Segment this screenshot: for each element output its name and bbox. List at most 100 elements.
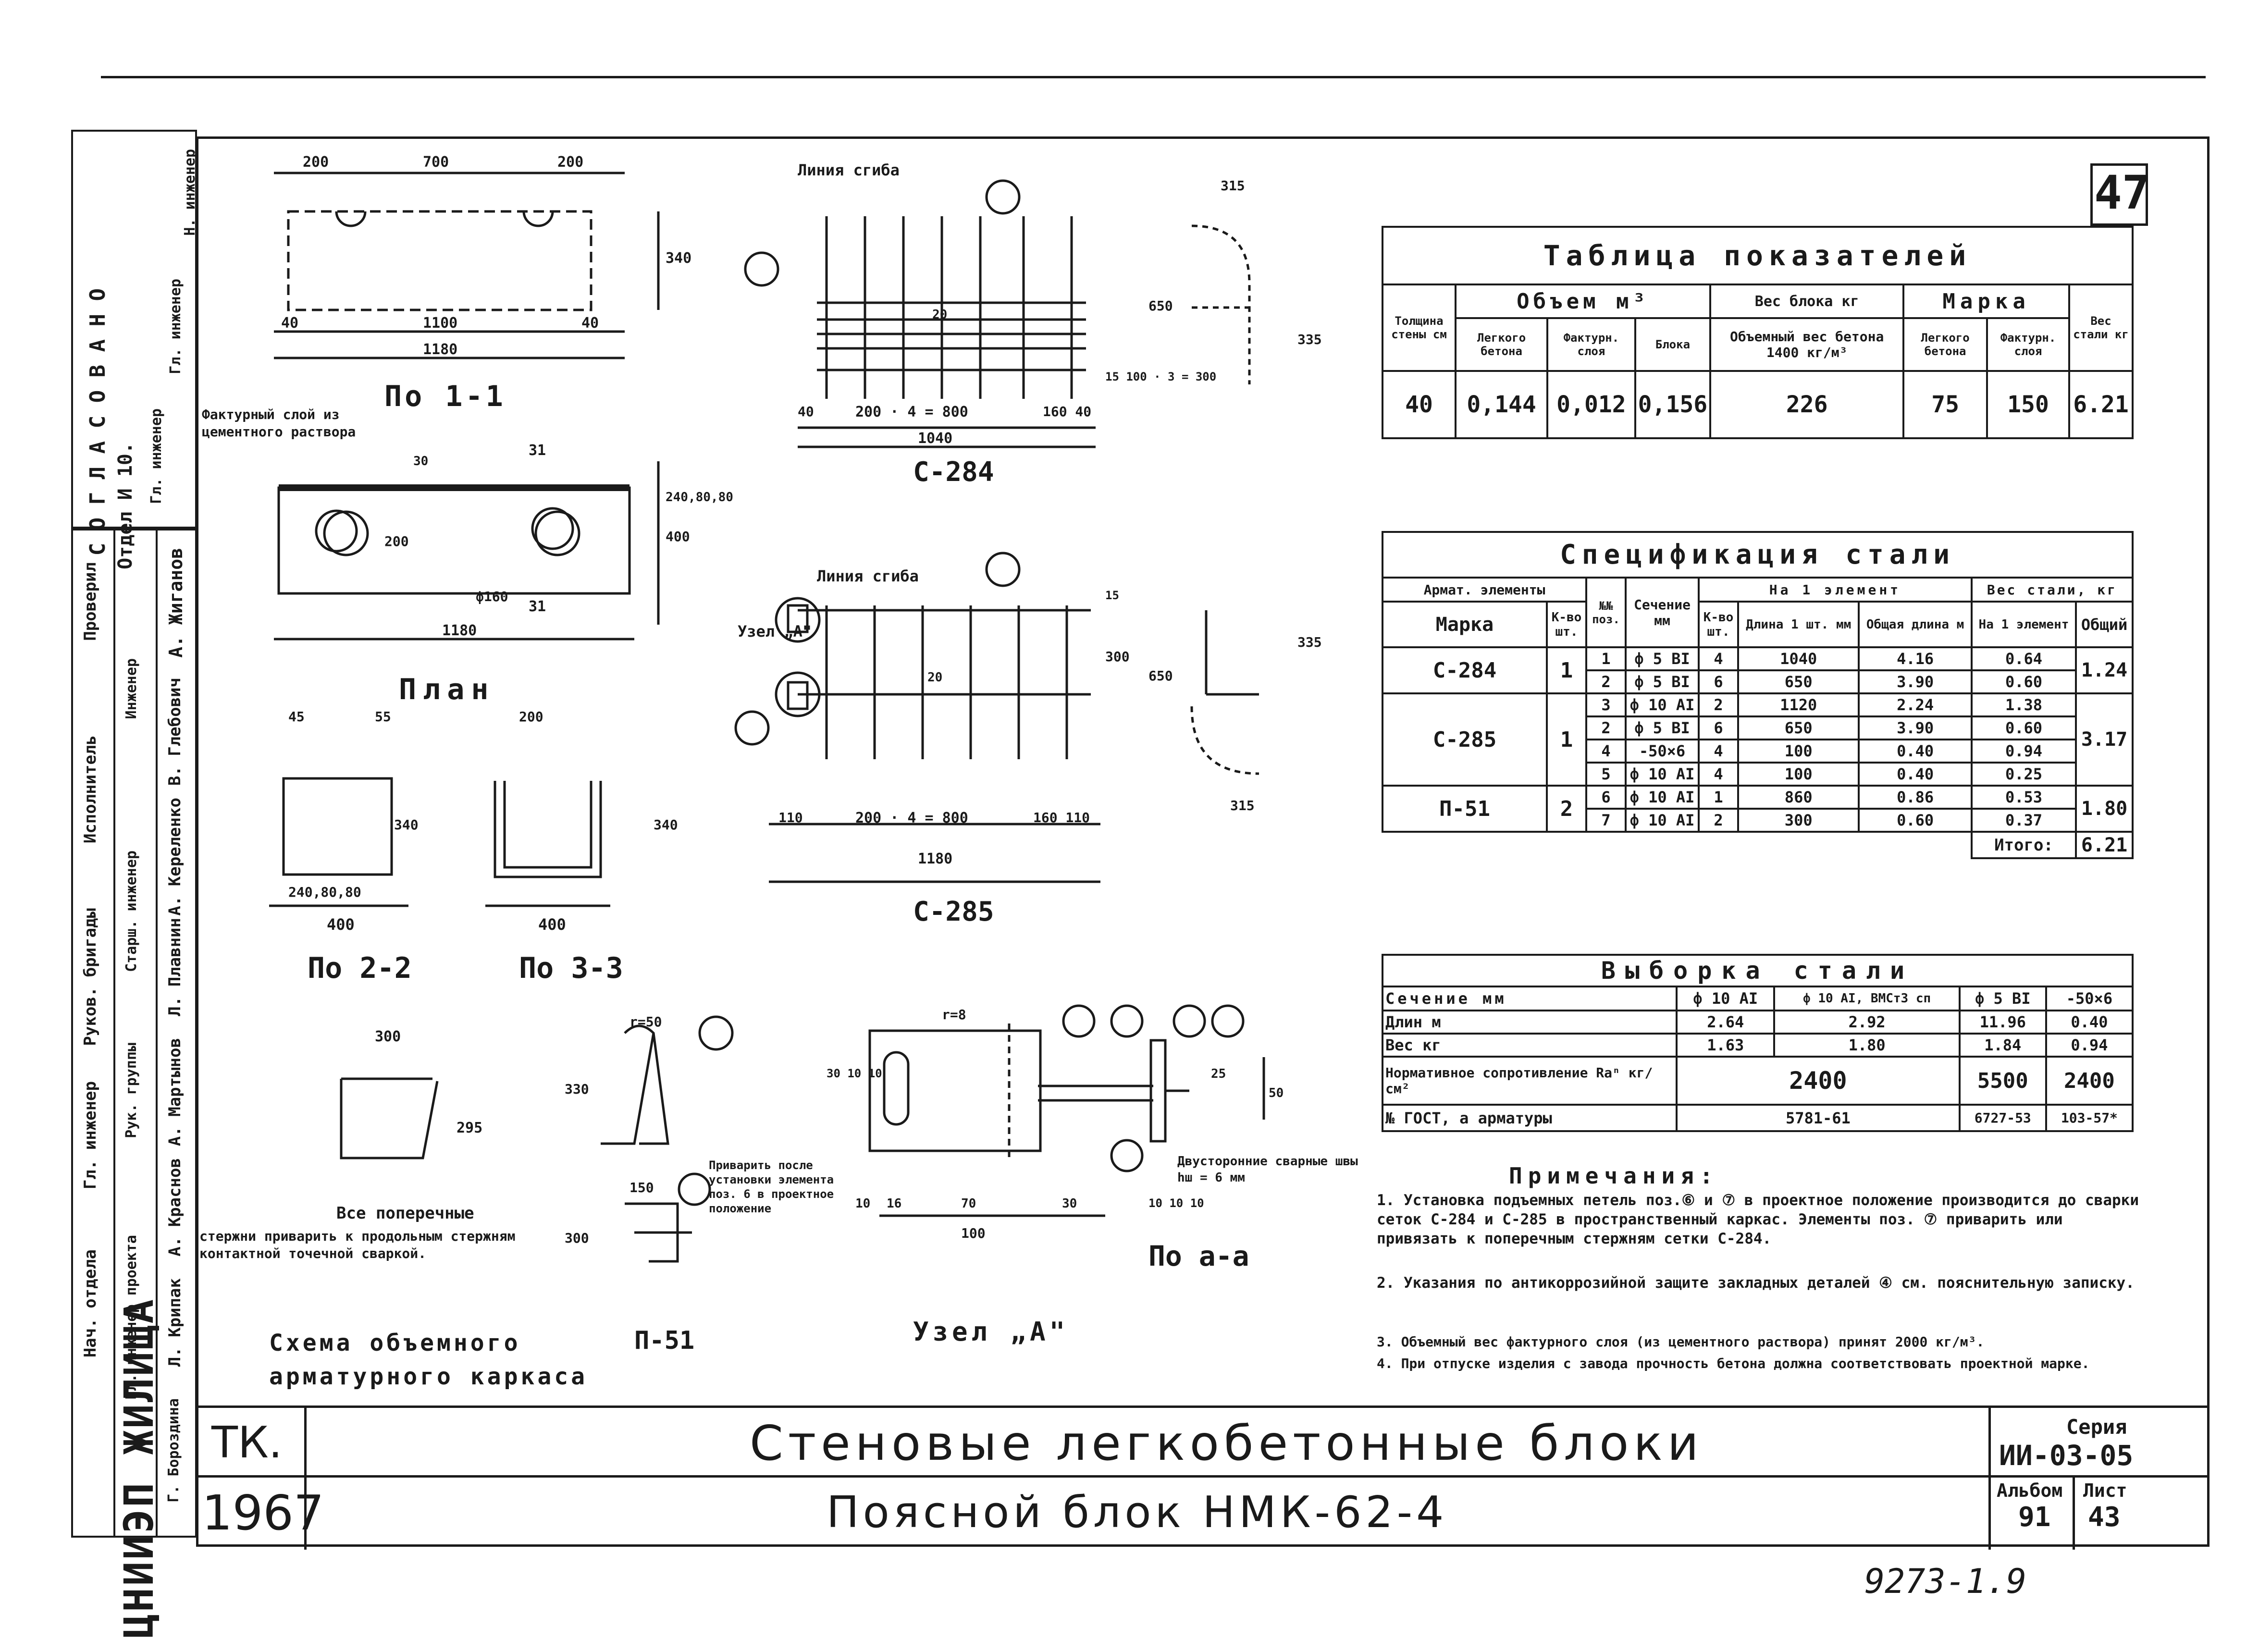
spec-sec: ф 10 АI [1625, 808, 1700, 833]
spec-w1: 1.38 [1970, 692, 2077, 717]
spec-table: Спецификация стали Армат. элементы №№ по… [1382, 531, 2134, 859]
ind-cell: 75 [1902, 370, 1988, 439]
sel-resist: 2400 [1676, 1056, 1961, 1106]
spec-q: 2 [1698, 692, 1739, 717]
spec-pos: 3 [1585, 692, 1627, 717]
spec-h-len1: Длина 1 шт. мм [1737, 601, 1860, 648]
frame-300: 300 [375, 1028, 401, 1045]
spec-h-per1: На 1 элемент [1970, 601, 2077, 648]
sel-weight: 1.84 [1958, 1033, 2047, 1058]
c285-20: 20 [927, 670, 943, 685]
dim-340b: 340 [394, 817, 419, 833]
sel-resist: 5500 [1958, 1056, 2047, 1106]
c285-15: 15 [1105, 589, 1119, 602]
spec-w1: 0.25 [1970, 762, 2077, 787]
sel-gost: 103-57* [2045, 1104, 2134, 1132]
dim-55: 55 [375, 709, 391, 725]
spec-sec: ф 5 ВI [1625, 669, 1700, 694]
view-c284: С-284 [913, 456, 994, 488]
note-4: 4. При отпуске изделия с завода прочност… [1377, 1356, 2090, 1371]
spec-h-total-len: Общая длина м [1858, 601, 1973, 648]
sel-gost: 6727-53 [1958, 1104, 2047, 1132]
spec-pos: 6 [1585, 785, 1627, 810]
top-rule [101, 76, 2206, 78]
ind-cell: 6.21 [2068, 370, 2134, 439]
dim-40a: 40 [281, 315, 299, 332]
spec-pos: 2 [1585, 669, 1627, 694]
all-transverse-note: Все поперечные [336, 1204, 474, 1223]
spec-qty: 1 [1546, 692, 1587, 787]
c284-650: 650 [1148, 298, 1173, 314]
note-2: 2. Указания по антикоррозийной защите за… [1377, 1274, 2135, 1292]
view-section-1-1: По 1-1 [384, 380, 506, 413]
view-plan: План [399, 673, 495, 706]
node-a-30: 30 [1062, 1196, 1077, 1211]
sel-len: 0.40 [2045, 1010, 2134, 1035]
c284-step: 200 · 4 = 800 [855, 404, 968, 420]
spec-total-label: Итого: [1970, 831, 2077, 859]
dim-1180: 1180 [423, 341, 458, 358]
ind-h-light: Легкого бетона [1454, 317, 1549, 372]
note-3: 3. Объемный вес фактурного слоя (из цеме… [1377, 1334, 1985, 1350]
view-section-3-3: По 3-3 [519, 951, 623, 985]
spec-q: 1 [1698, 785, 1739, 810]
node-a-10: 10 [855, 1196, 871, 1211]
spec-q: 4 [1698, 762, 1739, 787]
dim-160: ф160 [476, 589, 508, 604]
ind-cell: 40 [1382, 370, 1457, 439]
spec-mark: П-51 [1382, 785, 1548, 833]
spec-q: 2 [1698, 808, 1739, 833]
c285-160: 160 110 [1033, 810, 1090, 826]
spec-tl: 3.90 [1858, 715, 1973, 740]
dim-1180b: 1180 [442, 622, 477, 639]
node-a-r8a: r=8 [942, 1007, 966, 1023]
selection-table: Выборка стали Сечение мм ф 10 АI ф 10 АI… [1382, 954, 2134, 1132]
album-label: Альбом [1997, 1480, 2063, 1501]
spec-title: Спецификация стали [1382, 531, 2134, 579]
node-a-70: 70 [961, 1196, 976, 1211]
spec-sec: ф 10 АI [1625, 762, 1700, 787]
ind-cell: 226 [1709, 370, 1905, 439]
spec-sec: ф 5 ВI [1625, 715, 1700, 740]
series-label: Серия [2066, 1415, 2127, 1439]
drawing-frame [196, 136, 2210, 1547]
sel-len: 2.92 [1773, 1010, 1961, 1035]
node-a-label: Узел „А" [738, 622, 812, 641]
view-frame-scheme: Схема объемного арматурного каркаса [269, 1330, 588, 1390]
node-a-30b: 30 10 10 [827, 1067, 882, 1080]
view-section-2-2: По 2-2 [308, 951, 412, 985]
sel-weight: 1.80 [1773, 1033, 1961, 1058]
frame-295: 295 [457, 1120, 483, 1136]
node-a-100: 100 [961, 1225, 986, 1241]
org-code: ТК. [211, 1418, 283, 1468]
dim-340c: 340 [654, 817, 678, 833]
spec-sec: -50×6 [1625, 739, 1700, 764]
spec-h-elements: Армат. элементы [1382, 577, 1587, 603]
ind-cell: 0,012 [1546, 370, 1636, 439]
sel-h-section: Сечение мм [1382, 986, 1678, 1011]
spec-h-pos: №№ поз. [1585, 577, 1627, 648]
ind-h-grade-facing: Фактурн. слоя [1986, 317, 2070, 372]
spec-qty: 1 [1546, 646, 1587, 694]
sel-len: 2.64 [1675, 1010, 1776, 1035]
c284-40: 40 [798, 404, 814, 419]
dim-240b: 240,80,80 [288, 884, 361, 900]
spec-tl: 0.86 [1858, 785, 1973, 810]
spec-q: 6 [1698, 669, 1739, 694]
spec-pos: 7 [1585, 808, 1627, 833]
sel-col: ф 5 ВI [1958, 986, 2047, 1011]
dim-1100: 1100 [423, 315, 458, 332]
section-aa-25: 25 [1211, 1067, 1226, 1081]
album-value: 91 [2018, 1502, 2051, 1533]
ind-h-volume: Объем м³ [1454, 284, 1712, 319]
c284-315: 315 [1221, 178, 1245, 194]
year: 1967 [202, 1485, 324, 1541]
sel-r-gost: № ГОСТ, а арматуры [1382, 1104, 1678, 1132]
series-value: ИИ-03-05 [1999, 1439, 2134, 1472]
p51-300: 300 [565, 1230, 589, 1246]
spec-len: 650 [1737, 715, 1860, 740]
weld-note: Приварить после установки элемента поз. … [709, 1159, 834, 1215]
selection-title: Выборка стали [1382, 954, 2134, 987]
sel-r-weight: Вес кг [1382, 1033, 1678, 1058]
